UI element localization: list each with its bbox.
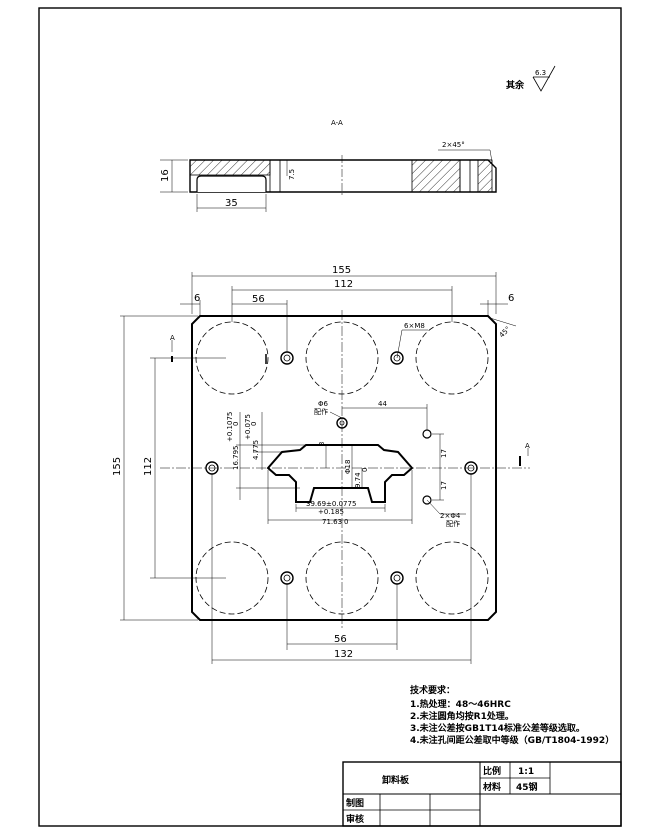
- section-marks: [171, 340, 529, 466]
- title-block: [342, 761, 622, 827]
- section-dim-slot: 35: [225, 198, 238, 209]
- material-label: 材料: [482, 781, 501, 793]
- surface-finish-label: 其余: [506, 79, 525, 91]
- dim-17-bottom: 17: [440, 481, 448, 490]
- dim-4775: 4.775: [252, 440, 260, 460]
- section-dim-chamfer: 2×45°: [442, 141, 465, 149]
- technical-notes: 技术要求： 1.热处理：48～46HRC 2.未注圆角均按R1处理。 3.未注公…: [410, 684, 614, 746]
- dim-3969: 39.69±0.0775: [306, 500, 356, 508]
- center-dimensions: [236, 404, 466, 524]
- surface-finish-value: 6.3: [535, 69, 546, 77]
- tol-left-1: +0.1075: [226, 412, 234, 442]
- checked-label: 审核: [346, 813, 364, 825]
- chamfer-note: 45°: [498, 325, 512, 339]
- tol-left-2: +0.075: [244, 414, 252, 440]
- hole-d6: Φ6: [318, 400, 329, 408]
- section-dim-thickness: 16: [160, 169, 171, 182]
- note-1: 1.热处理：48～46HRC: [410, 698, 511, 710]
- section-slot: [196, 175, 267, 192]
- tol-7163: 0: [344, 518, 348, 526]
- section-dim-depth: 7.5: [288, 169, 296, 180]
- hole-2d4: 2×Φ4: [440, 512, 461, 520]
- dim-bottom-132: 132: [334, 649, 353, 660]
- notes-title: 技术要求：: [410, 684, 455, 696]
- dim-974: 9.74: [354, 472, 362, 488]
- thread-note: 6×M8: [404, 322, 425, 330]
- hatch-right: [411, 159, 461, 193]
- dim-edge-left: 6: [194, 293, 200, 304]
- dim-16795: 16.795: [232, 446, 240, 471]
- section-title: A-A: [331, 119, 343, 127]
- section-view: A-A 16 7.5 35 2×45°: [160, 119, 497, 212]
- plan-view: 155 112 56 6 6 45° 6×M8 A A: [112, 265, 530, 664]
- dim-holes-top-56: 56: [252, 294, 265, 305]
- hatch-right-2: [477, 159, 493, 193]
- scale-value: 1:1: [518, 767, 534, 777]
- tol-left-1b: 0: [232, 422, 240, 426]
- dim-17-top: 17: [440, 449, 448, 458]
- tol-0185: +0.185: [318, 508, 344, 516]
- note-3: 3.未注公差按GB1T14标准公差等级选取。: [410, 722, 585, 734]
- dim-holes-outer-h: 112: [334, 279, 353, 290]
- note-2: 2.未注圆角均按R1处理。: [410, 710, 514, 722]
- sheet-border: [38, 7, 622, 827]
- dim-height-overall: 155: [112, 457, 123, 476]
- hatch-left: [189, 159, 271, 176]
- dim-418: Φ18: [344, 460, 352, 474]
- part-name: 卸料板: [382, 774, 410, 786]
- drawn-label: 制图: [346, 797, 364, 809]
- top-dimensions: [180, 272, 508, 352]
- note-4: 4.未注孔间距公差取中等级（GB/T1804-1992）: [410, 734, 614, 746]
- tol-974: 0: [361, 468, 369, 472]
- plate-outline: [191, 315, 497, 621]
- dim-holes-outer-v: 112: [143, 457, 154, 476]
- dim-7163: 71.63: [322, 518, 342, 526]
- section-mark-right: A: [525, 442, 530, 450]
- dim-edge-right: 6: [508, 293, 514, 304]
- section-mark-left: A: [170, 334, 175, 342]
- tol-left-2b: 0: [250, 422, 258, 426]
- dim-44: 44: [378, 400, 387, 408]
- surface-finish-note: 其余 6.3: [506, 65, 556, 92]
- small-holes: [336, 417, 432, 505]
- hole-d6-note: 配作: [314, 407, 328, 416]
- dim-holes-bottom-56: 56: [334, 634, 347, 645]
- scale-label: 比例: [483, 765, 501, 777]
- bottom-dimensions: [211, 474, 472, 664]
- dim-3: 3: [318, 442, 326, 446]
- hole-2d4-note: 配作: [446, 519, 460, 528]
- punch-profile: [266, 444, 414, 503]
- dim-width-overall: 155: [332, 265, 351, 276]
- left-dimensions: [120, 315, 226, 621]
- material-value: 45钢: [516, 781, 538, 793]
